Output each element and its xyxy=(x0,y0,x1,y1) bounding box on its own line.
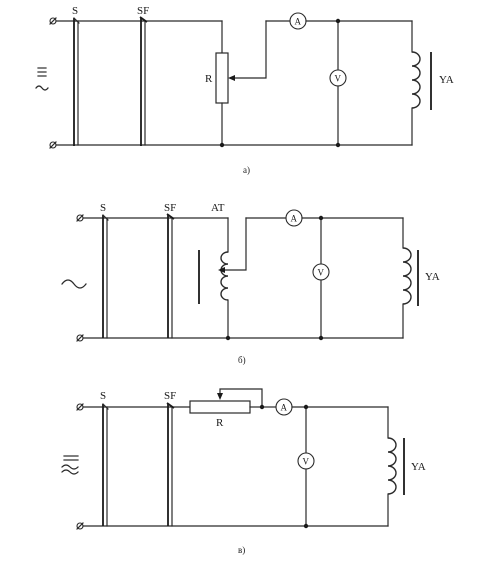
coil-ya-c xyxy=(387,437,397,495)
label-ya-c: YA xyxy=(411,461,426,473)
label-sf-b: SF xyxy=(164,202,176,214)
label-r-c: R xyxy=(216,417,224,429)
label-ammeter-c: A xyxy=(281,403,288,413)
switch-sf-c xyxy=(166,402,175,527)
label-s-c: S xyxy=(100,390,106,402)
diagram-c: R S SF A V YA xyxy=(61,388,426,555)
dc-ac-source-symbol-a xyxy=(35,67,49,91)
wiper-wire-c xyxy=(219,388,263,408)
switch-s-c xyxy=(102,403,109,527)
label-sf-c: SF xyxy=(164,390,176,402)
diagram-b: S SF AT A V YA xyxy=(61,202,440,365)
label-ya-b: YA xyxy=(425,271,440,283)
label-r-a: R xyxy=(205,73,213,85)
autotransformer-coil-b xyxy=(220,251,229,301)
dc-ac-source-symbol-c xyxy=(61,455,79,475)
switch-s-b xyxy=(102,214,109,339)
label-at-b: AT xyxy=(211,202,225,214)
label-voltmeter-c: V xyxy=(303,457,310,467)
coil-ya-b xyxy=(402,247,412,305)
label-sf-a: SF xyxy=(137,5,149,17)
caption-c: в) xyxy=(238,545,245,555)
caption-a: а) xyxy=(243,165,250,175)
label-ya-a: YA xyxy=(439,74,454,86)
wiper-wire-a xyxy=(231,20,267,79)
switch-sf-a xyxy=(139,16,148,146)
rheostat-r-a xyxy=(215,52,229,104)
label-voltmeter-b: V xyxy=(318,268,325,278)
wiper-arrow-c xyxy=(217,393,223,400)
wiper-wire-b xyxy=(221,217,247,271)
ac-source-symbol-b xyxy=(61,279,87,289)
wiper-arrow-b xyxy=(218,267,225,273)
label-s-a: S xyxy=(72,5,78,17)
wiper-arrow-a xyxy=(228,75,235,81)
switch-s-a xyxy=(73,17,80,146)
rheostat-r-c xyxy=(189,400,251,414)
label-s-b: S xyxy=(100,202,106,214)
coil-ya-a xyxy=(411,51,421,109)
caption-b: б) xyxy=(238,355,246,365)
label-ammeter-b: A xyxy=(291,214,298,224)
switch-sf-b xyxy=(166,213,175,339)
diagram-a: S SF R A V YA а) xyxy=(35,5,454,175)
label-voltmeter-a: V xyxy=(335,74,342,84)
label-ammeter-a: A xyxy=(295,17,302,27)
